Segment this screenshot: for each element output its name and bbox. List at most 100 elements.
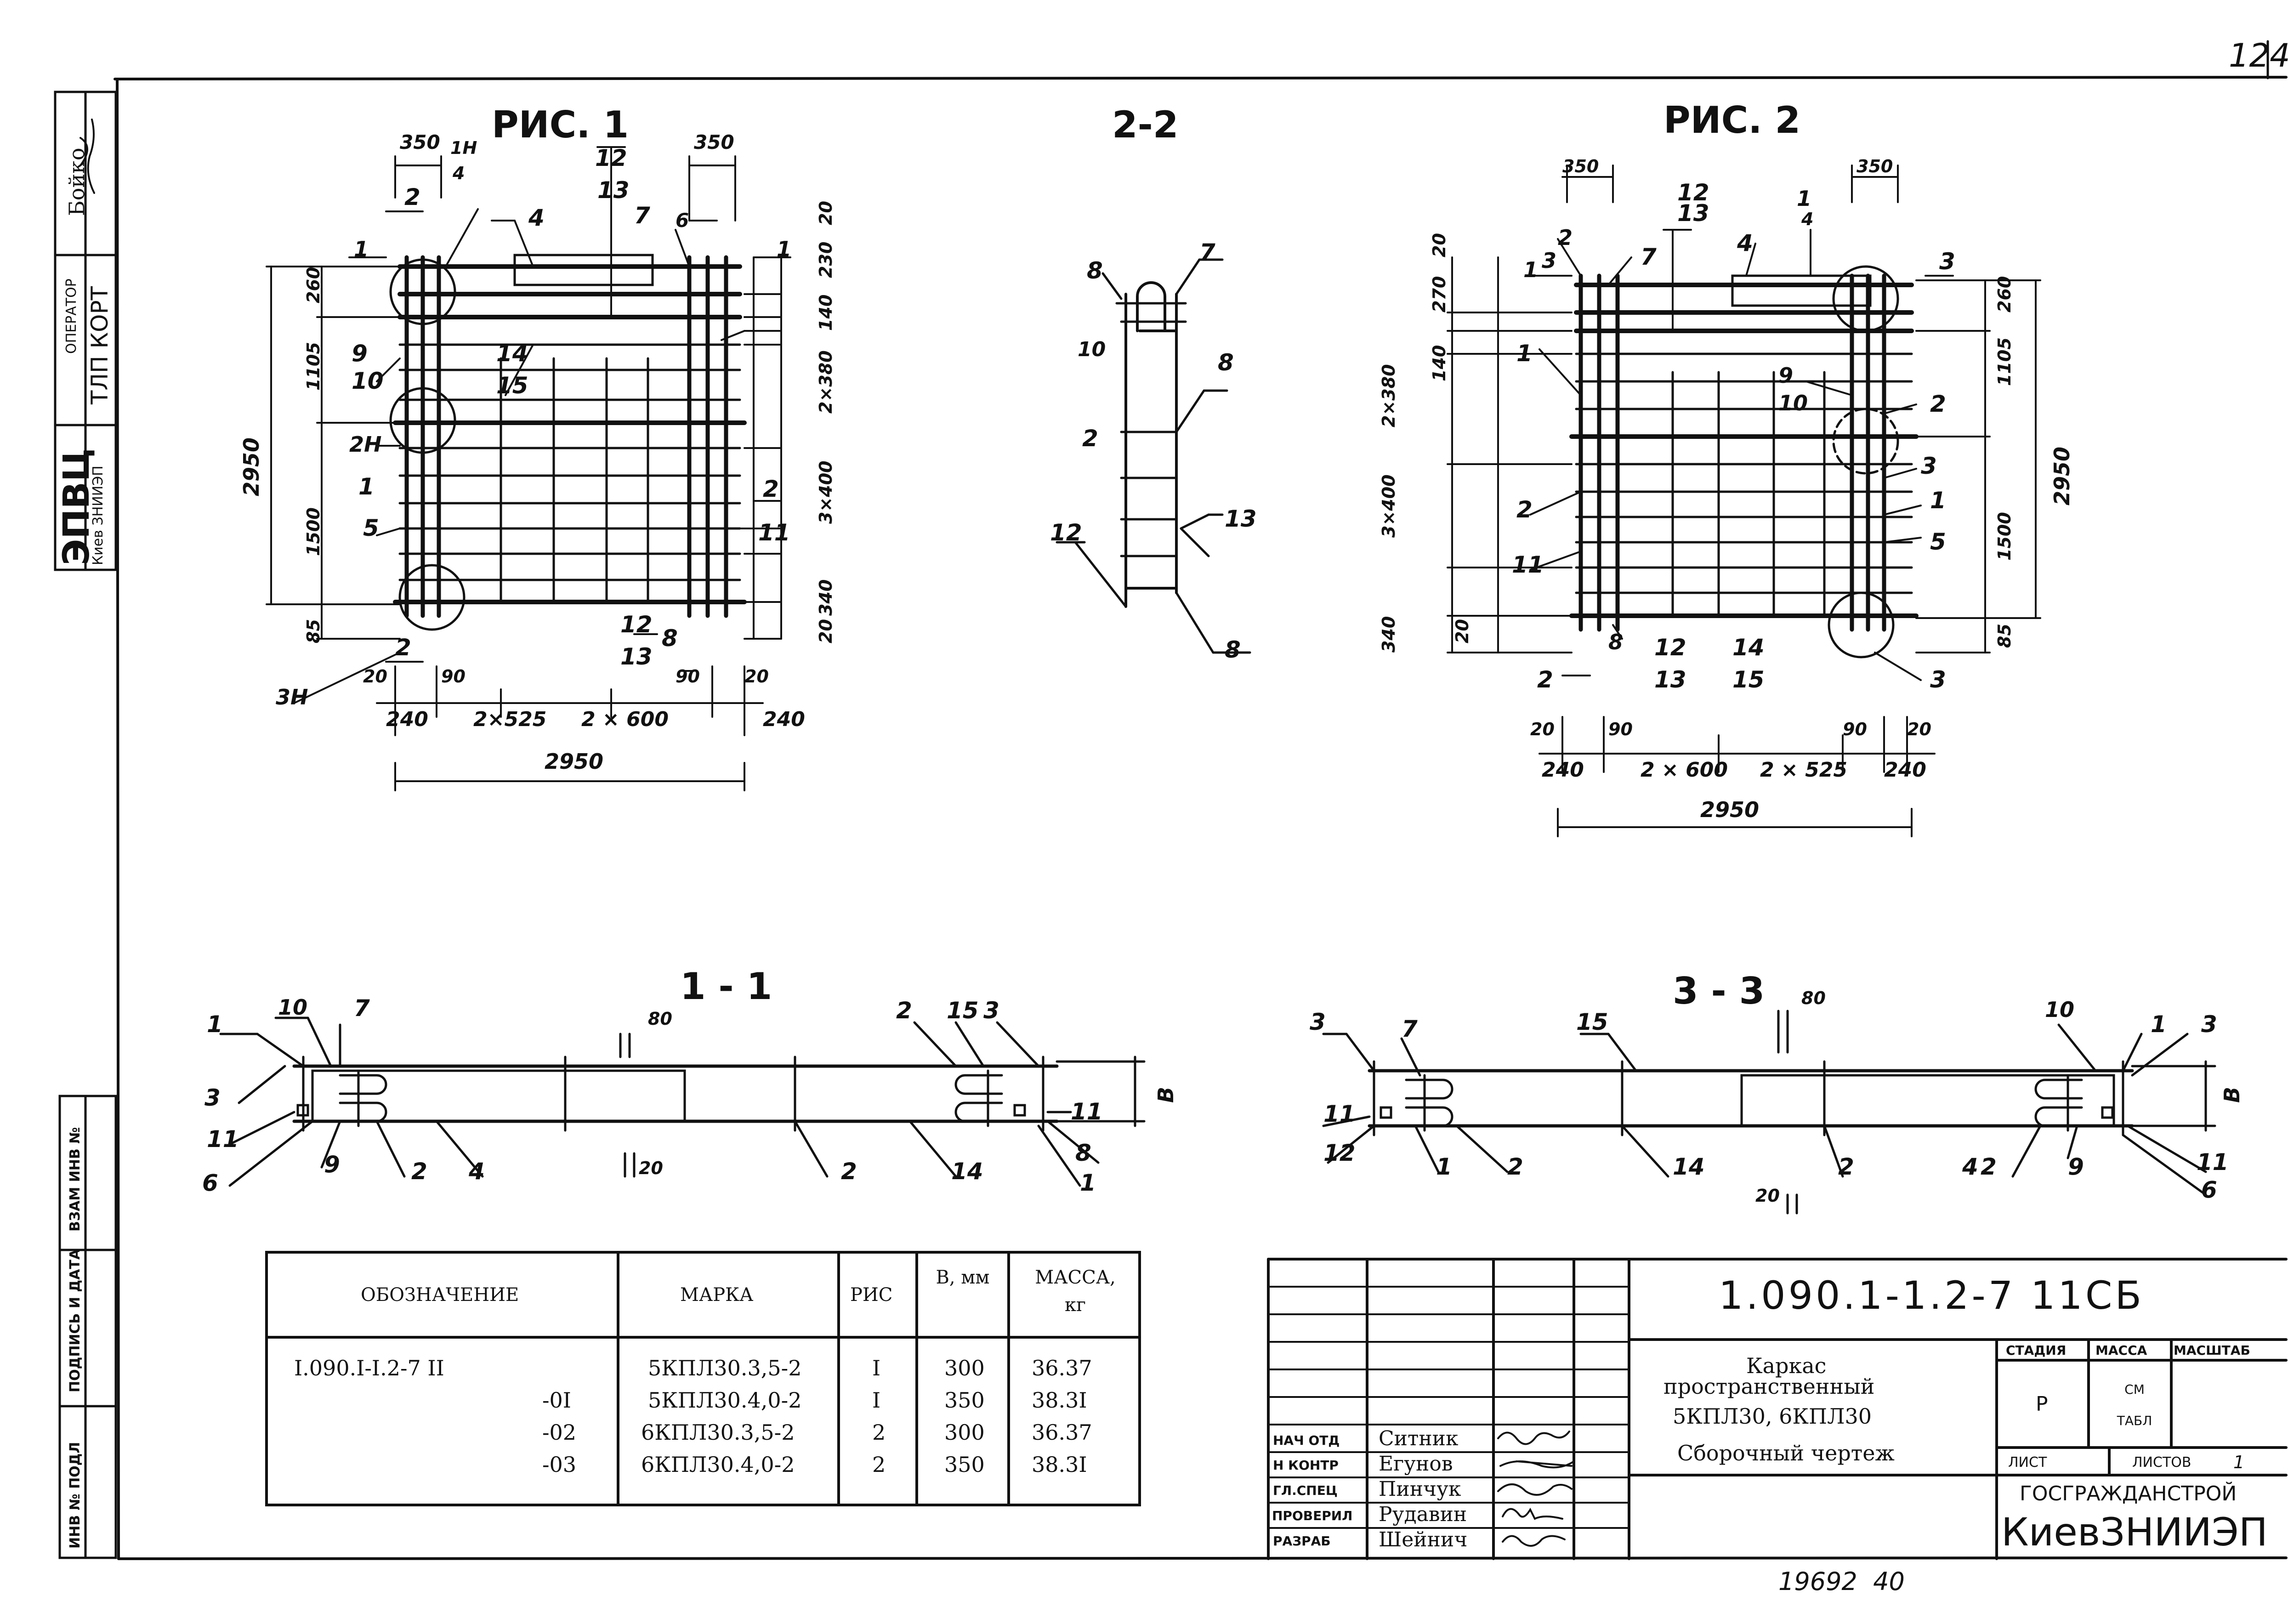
- dim-label-fig1-d1b: 1: [777, 237, 792, 261]
- dim-label-fig1-d2h: 2Н: [349, 432, 382, 457]
- dim-label-sec33-b11: 11: [1323, 1101, 1356, 1127]
- dim-label-fig1-d2c: 2: [395, 634, 411, 661]
- dim-label-fig2-e1500: 1500: [1994, 512, 2015, 561]
- strip-stamp-1: ВЗАМ ИНВ №: [67, 1127, 83, 1232]
- dim-label-sec11-aB: В: [1153, 1086, 1178, 1103]
- dim-label-fig2-e12b: 12: [1654, 634, 1686, 661]
- dim-label-fig1-d13b: 13: [620, 643, 653, 670]
- dim-label-fig2-e140: 140: [1429, 345, 1449, 381]
- dim-label-fig1-d20: 20: [816, 201, 836, 225]
- dim-label-fig1-d2: 2: [404, 184, 420, 210]
- dim-label-fig2-e240b: 240: [1884, 758, 1926, 782]
- dim-label-sec33-b4: 4: [1962, 1153, 1978, 1180]
- dim-label-fig2-e3d: 3: [1930, 666, 1946, 693]
- dim-label-fig2-e350a: 350: [1562, 156, 1599, 176]
- stage-header: СТАДИЯ: [2006, 1343, 2067, 1358]
- role-2-name: Егунов: [1379, 1452, 1453, 1476]
- dim-label-fig1-d2x600: 2 × 600: [581, 708, 669, 731]
- section-2-2: [1056, 258, 1251, 654]
- dim-label-sec11-a6: 6: [202, 1170, 218, 1196]
- dim-label-sec33-bB: В: [2220, 1086, 2244, 1103]
- dim-label-fig1-d2b: 2: [763, 476, 779, 502]
- spec-row-4-designation: -03: [542, 1452, 577, 1477]
- dim-label-fig2-e4box: 4: [1801, 209, 1814, 229]
- doc-title-line-3: 5КПЛ30, 6КПЛ30: [1673, 1404, 1872, 1429]
- dim-label-sec11-a11: 11: [1071, 1098, 1103, 1125]
- dim-label-fig2-e1105: 1105: [1994, 337, 2015, 386]
- dim-label-fig1-d3x400: 3×400: [816, 460, 836, 524]
- dim-label-fig2-e90b: 90: [1843, 719, 1867, 739]
- sheet-frame: [114, 40, 2288, 1560]
- spec-row-2-mark: 5КПЛ30.4,0-2: [648, 1388, 802, 1413]
- dim-label-sec33-b1: 1: [2151, 1011, 2167, 1038]
- dim-label-fig1-d240: 240: [386, 708, 428, 731]
- dim-label-fig2-e2950b: 2950: [1700, 797, 1760, 822]
- dim-label-sec11-a1: 1: [207, 1011, 223, 1038]
- role-5-name: Шейнич: [1379, 1528, 1468, 1551]
- role-4-name: Рудавин: [1379, 1503, 1467, 1526]
- dim-label-sec33-b2c: 2: [1981, 1153, 1997, 1180]
- strip-name: Бойко: [64, 148, 89, 216]
- dim-label-sec22-s7: 7: [1199, 239, 1215, 266]
- section-1-1-title: 1 - 1: [680, 965, 772, 1008]
- dim-label-sec33-b2b: 2: [1838, 1153, 1854, 1180]
- dim-label-fig2-e1b: 1: [1523, 257, 1539, 282]
- dim-label-fig2-e20c: 20: [1530, 719, 1555, 739]
- strip-city: Киев ЗНИИЭП: [90, 466, 106, 565]
- dim-label-sec11-a4: 4: [469, 1158, 485, 1185]
- spec-row-2-mass: 38.3I: [1032, 1388, 1087, 1413]
- footer-number: 19692 40: [1778, 1567, 1905, 1596]
- dim-label-fig1-d2950: 2950: [239, 437, 264, 496]
- dim-label-fig1-d90b: 90: [676, 666, 700, 687]
- dim-label-fig1-d8: 8: [662, 625, 678, 652]
- role-5: РАЗРАБ: [1273, 1533, 1331, 1549]
- dim-label-fig2-e3x400: 3×400: [1379, 474, 1399, 538]
- dim-label-sec11-a10: 10: [278, 995, 308, 1020]
- dim-label-fig1-d12: 12: [595, 145, 627, 171]
- dim-label-fig1-d230: 230: [816, 241, 836, 278]
- dim-label-fig2-e2b: 2: [1930, 391, 1946, 417]
- dim-label-fig2-e2: 2: [1558, 225, 1573, 250]
- dim-label-fig1-d12b: 12: [620, 611, 653, 638]
- role-3-name: Пинчук: [1379, 1477, 1461, 1501]
- dim-label-fig2-e13b: 13: [1654, 666, 1686, 693]
- dim-label-fig2-e2x525: 2 × 525: [1760, 758, 1847, 782]
- dim-label-fig2-e15: 15: [1732, 666, 1765, 693]
- dim-label-fig2-e3: 3: [1542, 248, 1557, 273]
- dim-label-fig2-e2d: 2: [1537, 666, 1553, 693]
- dim-label-sec11-a14: 14: [951, 1158, 983, 1185]
- dim-label-sec33-b10: 10: [2045, 997, 2075, 1022]
- dim-label-fig1-d140: 140: [816, 294, 836, 331]
- dim-label-fig2-e1: 1: [1797, 186, 1812, 211]
- signatures: [79, 119, 1575, 1547]
- spec-row-4-mark: 6КПЛ30.4,0-2: [641, 1452, 795, 1477]
- spec-row-3-designation: -02: [542, 1420, 577, 1445]
- dim-label-fig2-e12: 12: [1677, 179, 1709, 206]
- dim-label-fig2-e85: 85: [1994, 624, 2015, 648]
- dim-label-fig2-e10: 10: [1778, 391, 1808, 415]
- dim-label-sec33-b11b: 11: [2197, 1149, 2229, 1175]
- dim-label-fig2-e11: 11: [1512, 551, 1544, 578]
- dim-label-fig1-d15: 15: [496, 372, 528, 399]
- dim-label-fig2-e4: 4: [1737, 230, 1753, 256]
- scale-header: МАСШТАБ: [2174, 1343, 2250, 1358]
- spec-row-4-mass: 38.3I: [1032, 1452, 1087, 1477]
- dim-label-fig1-d90: 90: [441, 666, 466, 687]
- dim-label-fig1-d3h: 3Н: [276, 685, 308, 710]
- dim-label-fig1-d85: 85: [303, 619, 324, 643]
- role-3: ГЛ.СПЕЦ: [1273, 1483, 1338, 1498]
- title-block-grid: [1267, 1258, 2288, 1560]
- spec-header-designation: ОБОЗНАЧЕНИЕ: [361, 1284, 519, 1306]
- dim-label-sec11-a3b: 3: [204, 1085, 221, 1111]
- dim-label-sec11-a7: 7: [354, 995, 370, 1022]
- stage-value: Р: [2036, 1392, 2048, 1416]
- dim-label-fig2-e270: 270: [1429, 276, 1449, 312]
- spec-row-2-designation: -0I: [542, 1388, 571, 1413]
- dim-label-fig2-e14: 14: [1732, 634, 1765, 661]
- dim-label-fig1-d260: 260: [303, 267, 324, 303]
- dim-label-fig1-d7: 7: [634, 202, 650, 229]
- dim-label-fig2-e350b: 350: [1857, 156, 1893, 176]
- section-3-3: [1322, 1010, 2216, 1215]
- doc-title-line-4: Сборочный чертеж: [1677, 1441, 1895, 1465]
